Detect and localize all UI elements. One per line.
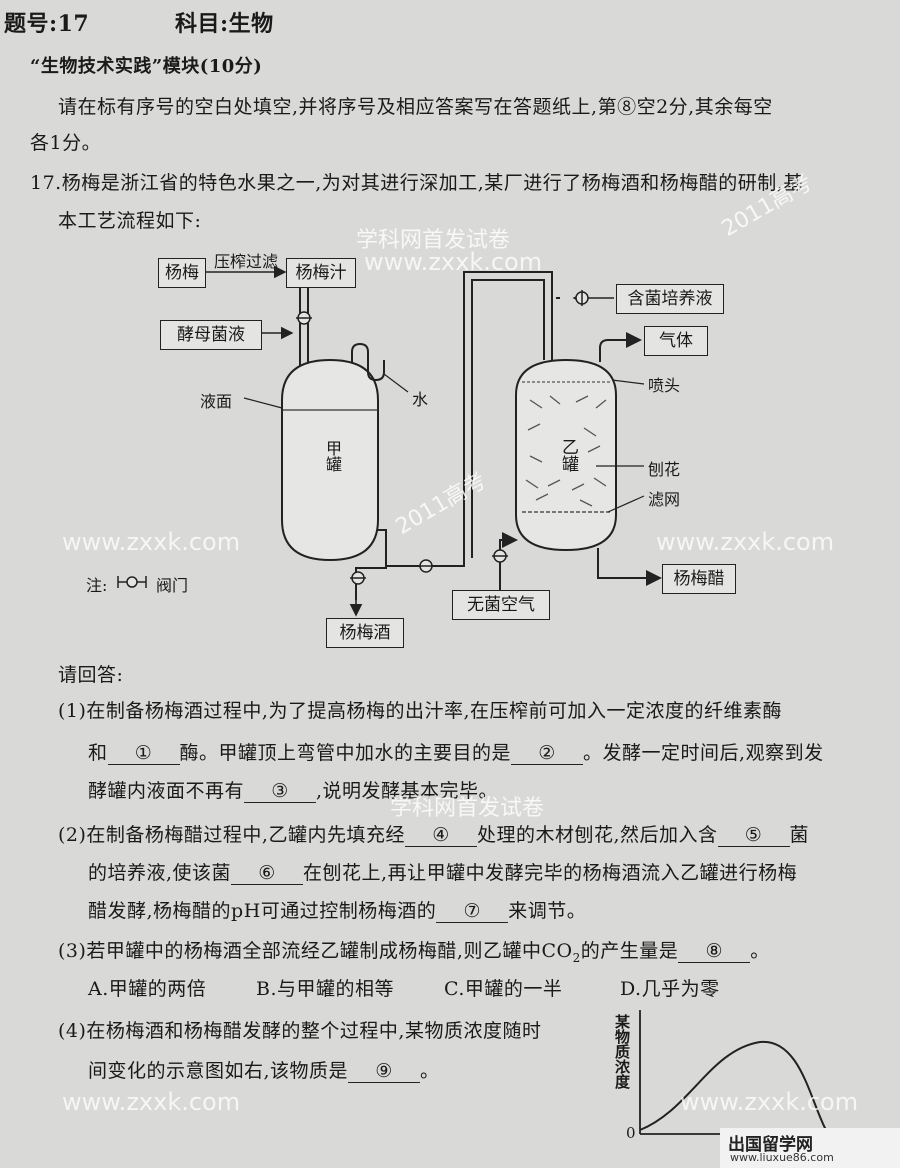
blank-4[interactable]: ④	[404, 824, 477, 847]
subject-label: 科目:生物	[175, 11, 274, 37]
wood-shavings	[525, 395, 607, 507]
label-tank-b: 乙罐	[556, 438, 581, 472]
blank-5[interactable]: ⑤	[717, 824, 790, 847]
footer-url: www.liuxue86.com	[730, 1151, 834, 1164]
blank-1[interactable]: ①	[107, 742, 180, 765]
box-yeast: 酵母菌液	[160, 320, 262, 350]
blank-6[interactable]: ⑥	[231, 862, 304, 885]
instruction-line-2: 各1分。	[30, 132, 102, 154]
q3-option-d: D.几乎为零	[620, 978, 720, 1000]
question-number: 题号:17	[4, 11, 90, 37]
ask-label: 请回答:	[58, 664, 124, 686]
label-wood-shavings: 刨花	[648, 460, 681, 479]
label-nozzle: 喷头	[648, 376, 681, 395]
watermark-site-2: www.zxxk.com	[656, 528, 835, 556]
watermark-first-release-1: 学科网首发试卷	[356, 228, 511, 253]
graph-curve	[639, 1040, 827, 1131]
intro-line-1: 17.杨梅是浙江省的特色水果之一,为对其进行深加工,某厂进行了杨梅酒和杨梅醋的研…	[30, 172, 803, 194]
box-sterile-air: 无菌空气	[452, 590, 550, 620]
q3-option-b: B.与甲罐的相等	[256, 978, 395, 1000]
blank-8[interactable]: ⑧	[678, 940, 751, 963]
box-yangmei: 杨梅	[158, 258, 206, 288]
q4-line-1: (4)在杨梅酒和杨梅醋发酵的整个过程中,某物质浓度随时	[58, 1020, 542, 1042]
label-press-filter: 压榨过滤	[214, 252, 279, 271]
box-juice: 杨梅汁	[286, 258, 356, 288]
valve-legend-symbol	[117, 576, 147, 588]
q3-option-c: C.甲罐的一半	[444, 978, 563, 1000]
blank-2[interactable]: ②	[511, 742, 584, 765]
note-valve-label: 阀门	[156, 576, 189, 595]
label-water: 水	[412, 390, 429, 409]
q3-option-a: A.甲罐的两倍	[88, 978, 207, 1000]
process-diagram	[117, 265, 662, 617]
watermark-site-4: www.zxxk.com	[62, 1088, 241, 1116]
q1-line-1: (1)在制备杨梅酒过程中,为了提高杨梅的出汁率,在压榨前可加入一定浓度的纤维素酶	[58, 700, 782, 722]
module-title: “生物技术实践”模块(10分)	[30, 56, 263, 77]
water-trap-tube	[351, 342, 385, 382]
valve-air	[492, 549, 508, 563]
box-yangmei-vinegar: 杨梅醋	[662, 564, 736, 594]
footer-logo: 出国留学网 www.liuxue86.com	[720, 1128, 900, 1168]
blank-9[interactable]: ⑨	[348, 1060, 421, 1083]
box-gas: 气体	[644, 326, 708, 356]
valve-juice	[296, 311, 312, 325]
watermark-first-release-2: 学科网首发试卷	[390, 796, 545, 821]
graph-origin: 0	[626, 1124, 636, 1142]
valve-culture	[575, 290, 589, 306]
box-culture-medium: 含菌培养液	[616, 284, 724, 314]
instruction-line-1: 请在标有序号的空白处填空,并将序号及相应答案写在答题纸上,第⑧空2分,其余每空	[58, 96, 773, 118]
valve-wine	[350, 571, 366, 585]
watermark-site-3: www.zxxk.com	[364, 248, 543, 276]
blank-7[interactable]: ⑦	[436, 900, 509, 923]
watermark-site-1: www.zxxk.com	[62, 528, 241, 556]
label-tank-a: 甲罐	[323, 440, 342, 472]
box-yangmei-wine: 杨梅酒	[326, 618, 404, 648]
intro-line-2: 本工艺流程如下:	[58, 210, 202, 232]
note-label: 注:	[86, 576, 108, 595]
blank-3[interactable]: ③	[244, 780, 317, 803]
label-filter-screen: 滤网	[648, 490, 681, 509]
graph-y-label: 某物质浓度	[613, 1014, 631, 1089]
footer-logo-text: 出国留学网	[728, 1135, 813, 1155]
valve-transfer	[418, 559, 434, 573]
watermark-site-5: www.zxxk.com	[680, 1088, 859, 1116]
label-liquid-surface: 液面	[200, 392, 233, 411]
